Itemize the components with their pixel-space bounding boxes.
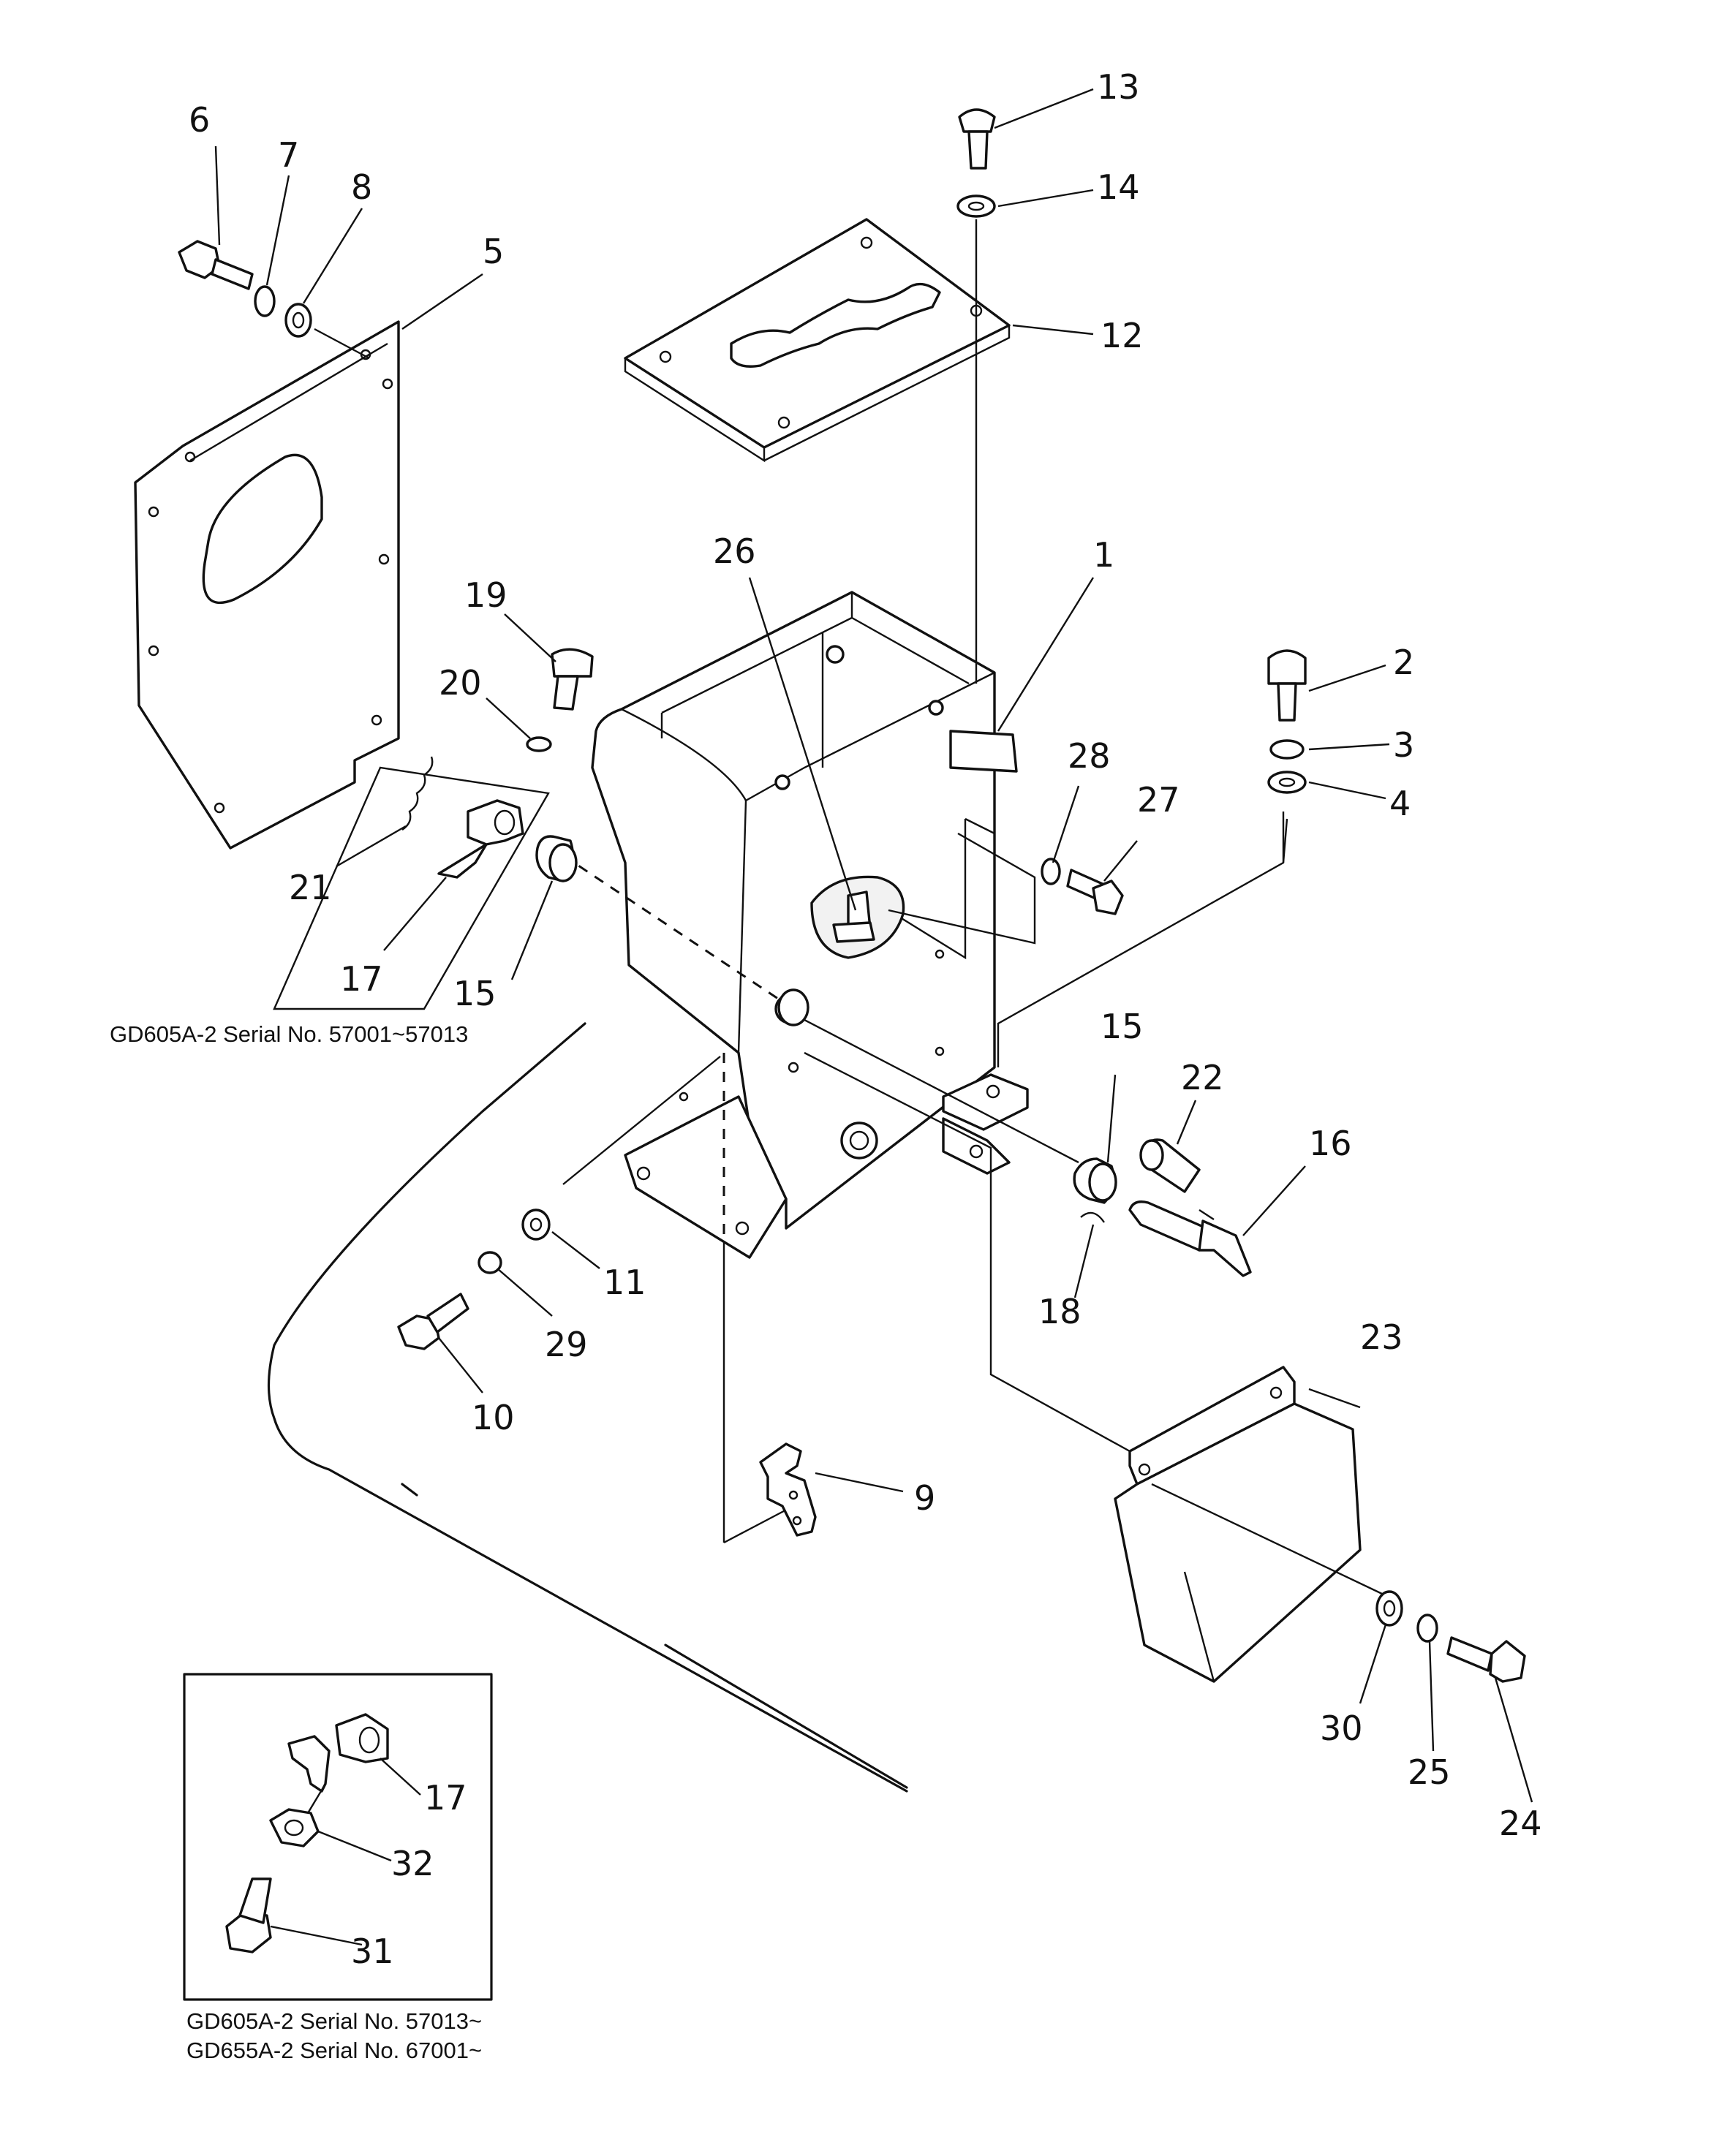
lock-washer-7 (254, 285, 276, 317)
bolt-19 (551, 648, 594, 711)
snap-ring-18 (1080, 1211, 1105, 1223)
lock-washer-3 (1269, 739, 1305, 760)
bolt-27 (1066, 869, 1124, 915)
callout-11: 11 (603, 1263, 646, 1302)
callout-19: 19 (464, 575, 507, 615)
callout-23: 23 (1360, 1317, 1403, 1357)
callout-7: 7 (278, 135, 299, 175)
lock-washer-20 (526, 736, 552, 752)
callout-28: 28 (1068, 736, 1111, 776)
washer-8 (284, 303, 312, 338)
callout-15-right: 15 (1101, 1007, 1144, 1046)
knob-22 (1139, 1138, 1201, 1193)
callout-5: 5 (483, 232, 504, 271)
lever-17-variant-a (437, 799, 524, 879)
bushing-on-box (777, 988, 809, 1026)
callout-25: 25 (1408, 1752, 1451, 1792)
callout-30: 30 (1320, 1709, 1363, 1748)
callout-9: 9 (914, 1478, 935, 1518)
bolt-24 (1446, 1636, 1526, 1683)
callout-1: 1 (1093, 535, 1114, 575)
floor-plate-outline (267, 1022, 908, 1793)
lever-16 (1128, 1200, 1252, 1277)
washer-4 (1267, 771, 1307, 794)
screw-13 (958, 108, 996, 170)
bolt-2 (1267, 649, 1307, 722)
callout-3: 3 (1393, 725, 1414, 765)
callout-32: 32 (391, 1844, 434, 1883)
control-box (591, 591, 1029, 1259)
callout-17-variant-b: 17 (424, 1778, 467, 1818)
callout-27: 27 (1137, 780, 1180, 820)
washer-30 (1375, 1590, 1403, 1627)
bolt-6 (178, 240, 254, 290)
callout-26: 26 (713, 532, 756, 571)
callout-15-left: 15 (453, 974, 497, 1013)
callout-22: 22 (1181, 1058, 1224, 1097)
washer-11 (521, 1209, 551, 1241)
callout-numbers: 1 2 3 4 5 6 7 8 9 10 11 12 13 14 15 15 1… (189, 67, 1542, 1971)
washer-14 (956, 194, 996, 218)
callout-21: 21 (289, 868, 332, 907)
callout-18: 18 (1038, 1292, 1082, 1331)
bracket-9 (759, 1442, 817, 1537)
bushing-15-right (1073, 1157, 1117, 1204)
callout-20: 20 (439, 663, 482, 703)
side-cover-panel (134, 320, 400, 850)
callout-10: 10 (472, 1398, 515, 1437)
callout-31: 31 (351, 1932, 394, 1971)
spring-21 (401, 756, 434, 831)
callout-24: 24 (1499, 1804, 1542, 1843)
callout-16: 16 (1309, 1124, 1352, 1163)
bushing-15-left (535, 835, 578, 882)
leader-lines (214, 88, 1533, 1946)
lock-washer-28 (1041, 858, 1061, 885)
variant-b-note-line-1: GD605A-2 Serial No. 57013~ (186, 2008, 482, 2034)
bolt-10 (397, 1293, 469, 1350)
callout-2: 2 (1393, 643, 1414, 682)
callout-6: 6 (189, 100, 210, 140)
callout-29: 29 (545, 1325, 588, 1364)
cover-23 (1114, 1366, 1383, 1683)
callout-14: 14 (1097, 167, 1140, 207)
lock-washer-25 (1416, 1614, 1438, 1643)
variant-b-inset (183, 1673, 493, 2001)
lever-17-variant-b (287, 1713, 389, 1821)
variant-b-note-line-2: GD655A-2 Serial No. 67001~ (186, 2038, 482, 2063)
switch-26 (810, 875, 905, 959)
callout-17-variant-a: 17 (340, 959, 383, 999)
nut-32 (269, 1808, 320, 1847)
callout-12: 12 (1101, 316, 1144, 355)
lock-washer-29 (478, 1251, 502, 1274)
variant-a-note: GD605A-2 Serial No. 57001~57013 (110, 1021, 468, 1047)
bolt-31 (225, 1877, 272, 1953)
variant-a-frame (273, 766, 550, 1010)
callout-8: 8 (351, 167, 372, 207)
callout-4: 4 (1389, 784, 1411, 823)
callout-13: 13 (1097, 67, 1140, 107)
shift-gate-plate (624, 218, 1011, 463)
